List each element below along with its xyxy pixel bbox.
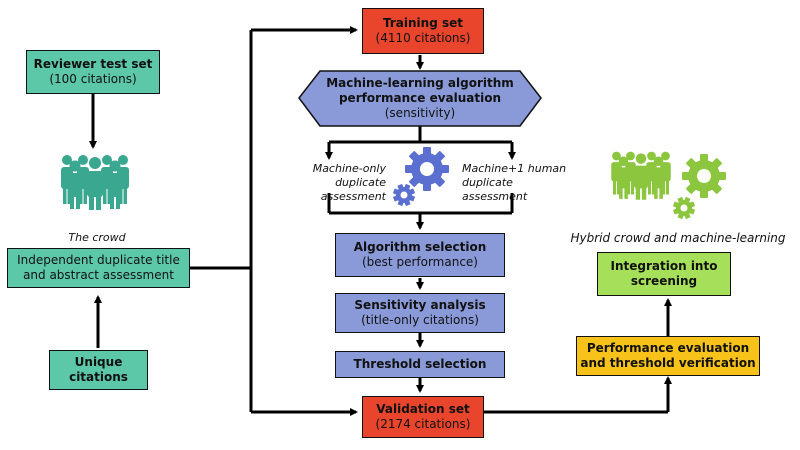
reviewer-test-set-detail: (100 citations) <box>49 72 137 86</box>
unique-citations-line2: citations <box>69 370 128 384</box>
reviewer-test-set-title: Reviewer test set <box>33 57 153 71</box>
validation-set-detail: (2174 citations) <box>375 417 471 431</box>
machine-plus-one-label: Machine+1 human duplicate assessment <box>462 162 574 204</box>
machine-plus-one-line2: duplicate assessment <box>462 176 528 203</box>
validation-set-title: Validation set <box>376 402 470 416</box>
sensitivity-analysis-box: Sensitivity analysis (title-only citatio… <box>335 293 505 333</box>
integration-box: Integration into screening <box>597 252 731 296</box>
crowd-label: The crowd <box>68 231 126 244</box>
machine-plus-one-line1: Machine+1 human <box>462 162 567 175</box>
ml-evaluation-line1: Machine-learning algorithm <box>326 76 514 90</box>
training-set-box: Training set (4110 citations) <box>362 8 484 54</box>
machine-only-label: Machine-only duplicate assessment <box>276 162 386 204</box>
integration-line2: screening <box>630 274 698 288</box>
crowd-icon <box>61 155 129 210</box>
ml-evaluation-hexagon <box>298 70 542 127</box>
performance-verification-line2: and threshold verification <box>580 356 756 370</box>
training-set-detail: (4110 citations) <box>375 31 471 45</box>
independent-assessment-box: Independent duplicate title and abstract… <box>7 248 190 288</box>
performance-verification-line1: Performance evaluation <box>586 341 750 355</box>
gear-icon <box>393 147 449 207</box>
ml-evaluation-detail: (sensitivity) <box>384 106 456 120</box>
algorithm-selection-box: Algorithm selection (best performance) <box>335 233 505 277</box>
independent-assessment-line1: Independent duplicate title <box>17 253 180 267</box>
threshold-selection-title: Threshold selection <box>353 357 487 371</box>
sensitivity-analysis-detail: (title-only citations) <box>361 313 479 327</box>
machine-only-line2: duplicate assessment <box>320 176 386 203</box>
validation-set-box: Validation set (2174 citations) <box>362 396 484 438</box>
gear-green-icon <box>672 154 726 220</box>
reviewer-test-set-box: Reviewer test set (100 citations) <box>26 50 160 94</box>
algorithm-selection-title: Algorithm selection <box>353 240 487 254</box>
integration-line1: Integration into <box>610 259 718 273</box>
hybrid-label: Hybrid crowd and machine-learning <box>570 231 786 245</box>
crowd-green-icon <box>611 151 671 200</box>
ml-evaluation-text: Machine-learning algorithm performance e… <box>320 72 520 125</box>
unique-citations-box: Unique citations <box>49 350 148 390</box>
ml-evaluation-line2: performance evaluation <box>338 91 502 105</box>
independent-assessment-line2: and abstract assessment <box>23 268 174 282</box>
performance-verification-box: Performance evaluation and threshold ver… <box>576 336 760 376</box>
training-set-title: Training set <box>383 16 463 30</box>
unique-citations-line1: Unique <box>74 355 123 369</box>
threshold-selection-box: Threshold selection <box>335 351 505 378</box>
sensitivity-analysis-title: Sensitivity analysis <box>354 298 486 312</box>
algorithm-selection-detail: (best performance) <box>362 255 478 269</box>
machine-only-line1: Machine-only <box>312 162 386 175</box>
